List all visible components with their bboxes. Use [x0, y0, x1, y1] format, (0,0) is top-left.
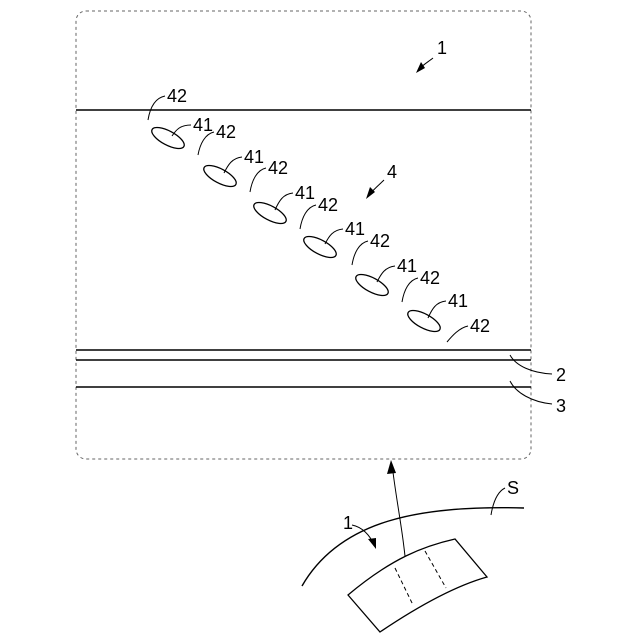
element-42-label: 42: [420, 268, 440, 288]
element-42-label: 42: [470, 316, 490, 336]
element-41-leader: [428, 301, 446, 318]
element-group-6: 41 42: [405, 291, 490, 342]
element-41-shape: [353, 270, 391, 299]
element-41-leader: [325, 229, 343, 244]
element-41-label: 41: [295, 183, 315, 203]
element-41-shape: [405, 306, 443, 335]
element-41-label: 41: [448, 291, 468, 311]
element-42-leader: [352, 241, 368, 265]
element-41-label: 41: [193, 115, 213, 135]
element-41-shape: [301, 232, 339, 261]
element-42-label: 42: [216, 122, 236, 142]
element-42-label: 42: [370, 231, 390, 251]
element-42-label: 42: [268, 158, 288, 178]
layer-3-label: 3: [556, 396, 566, 416]
element-41-label: 41: [244, 147, 264, 167]
element-41-shape: [201, 161, 239, 190]
element-41-shape: [149, 123, 187, 152]
element-41-leader: [275, 193, 293, 210]
group-label: 4: [387, 162, 397, 182]
element-41-leader: [377, 266, 395, 282]
element-42-leader: [250, 168, 266, 192]
element-group-4: 41 42: [301, 219, 390, 265]
curved-patch: [348, 539, 487, 632]
group-arrowhead: [366, 187, 375, 199]
connector-arrowhead-top: [387, 460, 396, 474]
device-label-bottom: 1: [343, 513, 353, 533]
element-group-3: 41 42: [251, 183, 338, 229]
element-group-1: 41 42: [149, 115, 236, 155]
element-41-leader: [224, 157, 242, 173]
element-41-shape: [251, 198, 289, 227]
patch-outline: [348, 539, 487, 632]
element-42-leader: [198, 132, 214, 155]
element-42-leader: [300, 205, 316, 229]
element-41-label: 41: [397, 256, 417, 276]
element-42-label: 42: [318, 195, 338, 215]
layer-2-label: 2: [556, 365, 566, 385]
device-label-top: 1: [437, 38, 447, 58]
element-42-leader: [148, 96, 165, 120]
enlarged-view-frame: [76, 11, 531, 459]
element-42-label: 42: [167, 86, 187, 106]
element-group-5: 41 42: [353, 256, 440, 302]
device-arrowhead-bottom: [368, 538, 376, 549]
element-group-2: 41 42: [201, 147, 288, 192]
surface-label: S: [507, 478, 519, 498]
surface-leader: [491, 488, 505, 515]
element-42-leader: [447, 326, 468, 342]
element-42-leader: [402, 278, 418, 302]
element-41-label: 41: [345, 219, 365, 239]
device-arrowhead-top: [416, 62, 425, 73]
